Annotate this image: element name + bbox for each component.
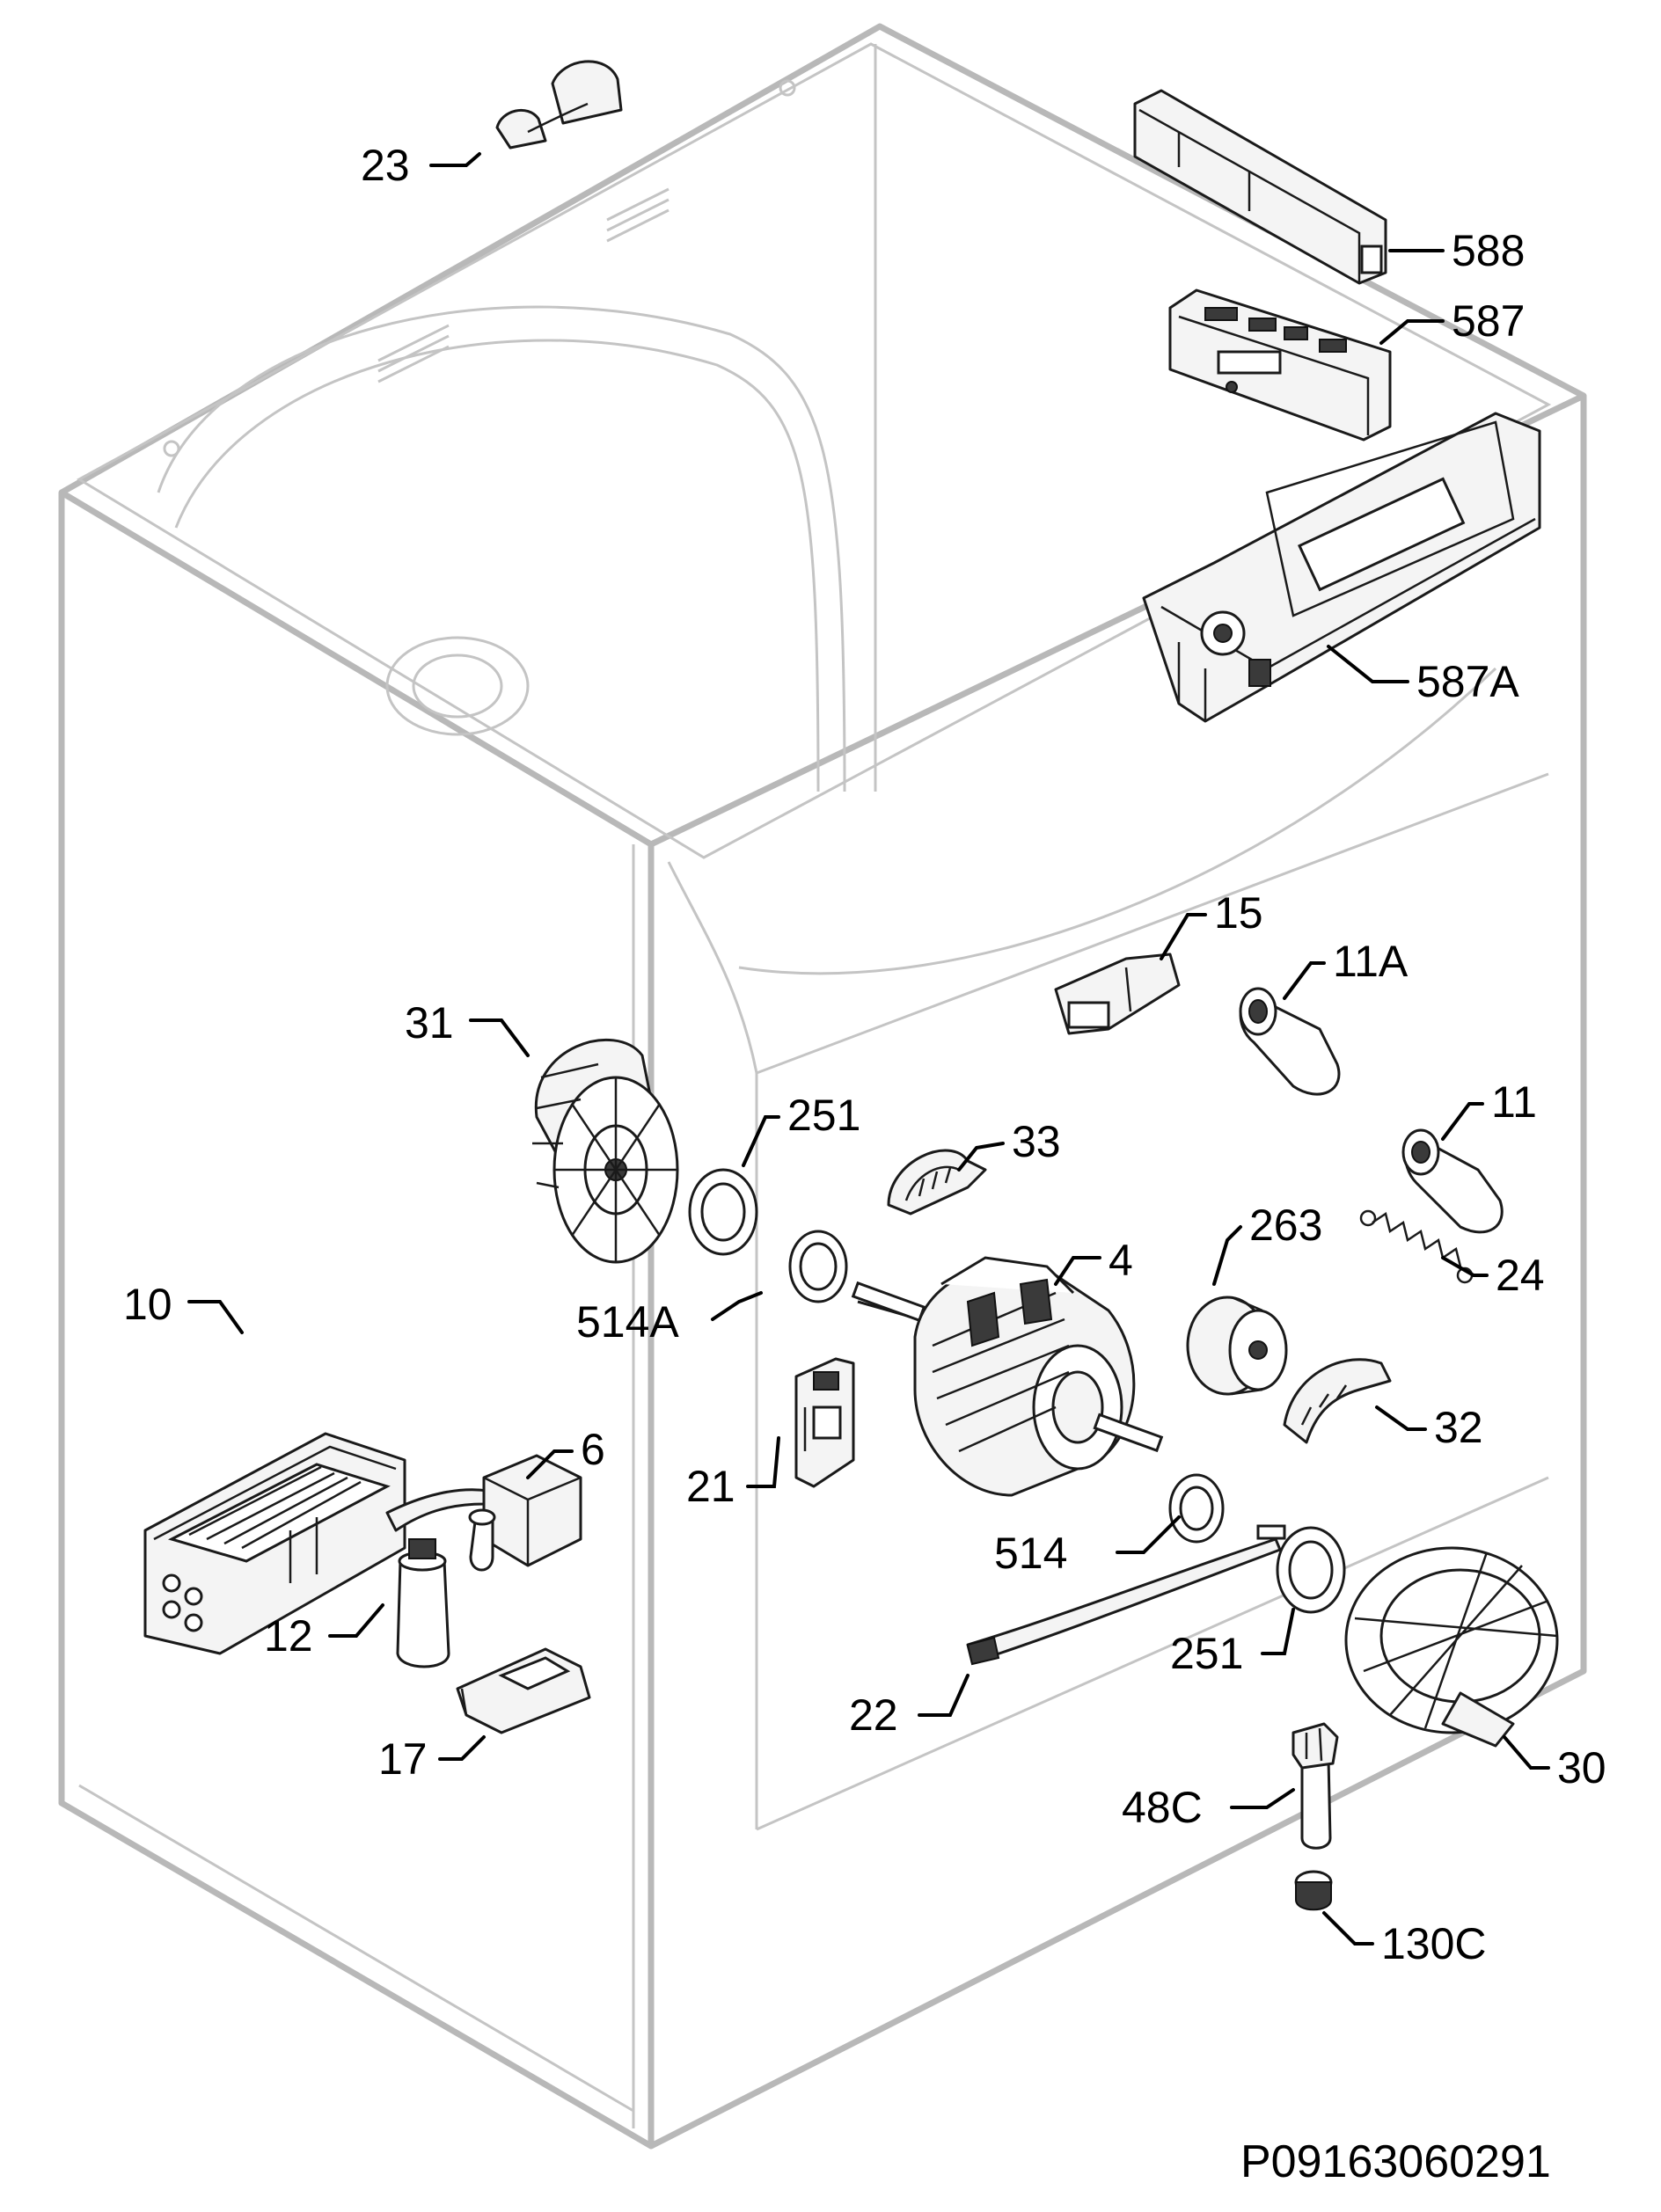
callout-11a: 11A — [1333, 937, 1409, 986]
part-6-pump — [468, 1454, 582, 1572]
reference-code: P09163060291 — [1240, 2136, 1551, 2187]
callout-6: 6 — [581, 1425, 605, 1474]
part-31-fan-wheel — [532, 1038, 679, 1264]
part-48c-sensor — [1291, 1722, 1339, 1850]
callout-23: 23 — [361, 141, 410, 190]
callout-11: 11 — [1491, 1077, 1537, 1127]
callout-514: 514 — [994, 1529, 1067, 1578]
part-251-bearing-ring-upper — [688, 1168, 758, 1256]
callout-12: 12 — [264, 1611, 313, 1661]
callout-251-lower: 251 — [1170, 1629, 1243, 1678]
part-587a-control-module — [1142, 412, 1541, 723]
part-12-capacitor — [396, 1538, 450, 1668]
callout-587: 587 — [1452, 296, 1525, 346]
callout-21: 21 — [686, 1462, 735, 1511]
part-23-cable-clamp — [495, 60, 623, 150]
part-588-module-cover — [1133, 89, 1387, 285]
part-4-drive-motor — [851, 1256, 1164, 1497]
part-17-mounting-bracket — [456, 1647, 591, 1734]
callout-263: 263 — [1249, 1201, 1322, 1250]
part-514-bearing-ring — [1168, 1473, 1225, 1544]
callout-587a: 587A — [1416, 657, 1519, 706]
callout-130c: 130C — [1381, 1919, 1487, 1968]
part-514a-bearing-ring — [788, 1230, 848, 1303]
part-15-door-lock — [1054, 953, 1181, 1035]
callout-22: 22 — [849, 1690, 898, 1740]
callout-31: 31 — [405, 998, 454, 1048]
callout-30: 30 — [1557, 1743, 1606, 1792]
callout-48c: 48C — [1122, 1783, 1203, 1832]
cabinet-outline — [58, 23, 1587, 2150]
part-11a-capacitor — [1239, 987, 1341, 1096]
part-11-capacitor — [1401, 1128, 1504, 1234]
part-263-pulley — [1186, 1296, 1288, 1396]
part-251-bearing-ring-lower — [1276, 1526, 1346, 1614]
callout-514a: 514A — [576, 1297, 679, 1347]
callout-588: 588 — [1452, 226, 1525, 275]
part-32-support-clamp — [1283, 1358, 1392, 1444]
callout-251-upper: 251 — [787, 1091, 860, 1140]
part-130c-grommet — [1294, 1870, 1333, 1911]
callout-4: 4 — [1109, 1236, 1133, 1285]
part-30-fan-wheel — [1344, 1546, 1559, 1748]
part-587-electronic-board — [1168, 288, 1392, 442]
leader-lines — [187, 152, 1550, 1946]
callout-33: 33 — [1012, 1117, 1061, 1166]
callout-10: 10 — [123, 1280, 172, 1329]
callout-labels: 23 588 587 587A 15 11A 31 251 33 11 263 … — [123, 141, 1606, 1968]
part-21-switch — [794, 1357, 855, 1488]
part-10-heater-assembly — [143, 1432, 490, 1655]
part-33-support-clamp — [887, 1149, 987, 1216]
callout-15: 15 — [1214, 888, 1263, 938]
callout-17: 17 — [378, 1734, 428, 1784]
callout-32: 32 — [1434, 1403, 1483, 1452]
callout-24: 24 — [1496, 1251, 1545, 1300]
